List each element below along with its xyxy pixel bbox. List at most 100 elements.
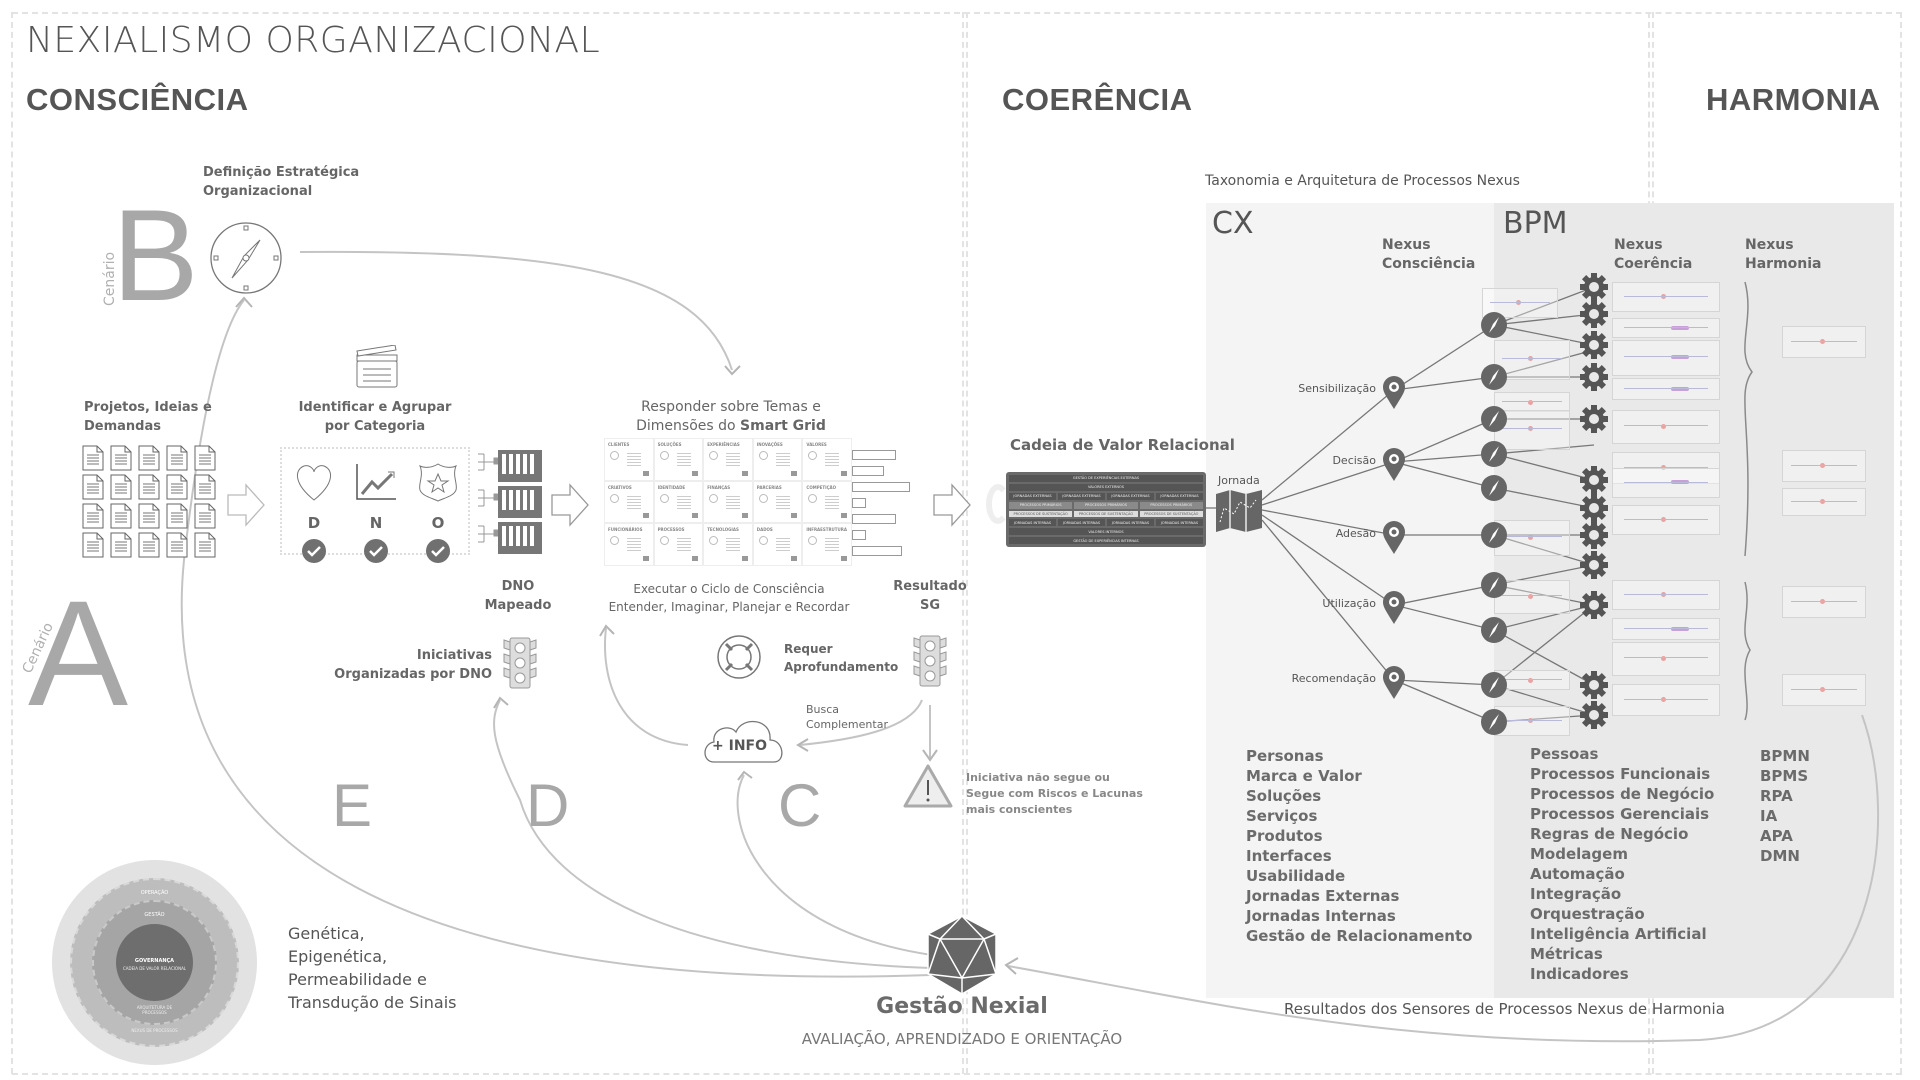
compass-icon[interactable] xyxy=(1480,474,1508,506)
smart-grid-cell-title: SOLUÇÕES xyxy=(657,442,682,447)
nexus-coerencia-label: Nexus Coerência xyxy=(1614,236,1692,274)
warning-line-2: Segue com Riscos e Lacunas xyxy=(966,787,1143,800)
traffic-light-icon xyxy=(503,637,537,689)
grid-cell-badge xyxy=(791,470,798,476)
category-item: N xyxy=(348,462,404,568)
document-icon xyxy=(166,503,188,533)
deepen-line-2: Aprofundamento xyxy=(784,660,899,674)
genetics-line: Transdução de Sinais xyxy=(288,993,457,1012)
compass-icon[interactable] xyxy=(1480,671,1508,703)
value-chain-cell: VALORES EXTERNOS xyxy=(1009,483,1203,491)
location-pin-icon[interactable] xyxy=(1382,376,1406,414)
grid-cell-badge xyxy=(840,513,847,519)
map-icon xyxy=(1216,490,1262,532)
grid-cell-badge xyxy=(741,470,748,476)
smart-grid-cell: INOVAÇÕES xyxy=(753,439,802,480)
value-chain-cell: PROCESSOS PRIMÁRIOS xyxy=(1009,501,1073,509)
list-item: Serviços xyxy=(1246,807,1318,825)
gear-icon[interactable] xyxy=(1580,466,1608,498)
smart-grid-cell-title: EXPERIÊNCIAS xyxy=(707,442,740,447)
initiatives-label: Iniciativas Organizadas por DNO xyxy=(320,646,492,684)
gauge-nexus-label: NEXUS DE PROCESSOS xyxy=(131,1028,178,1033)
cloud-icon xyxy=(704,720,783,763)
gauge-arch-label: ARQUITETURA DE PROCESSOS xyxy=(136,1005,173,1015)
location-pin-icon[interactable] xyxy=(1382,666,1406,704)
list-item: Processos de Negócio xyxy=(1530,785,1715,803)
gear-icon[interactable] xyxy=(1580,331,1608,363)
divider-consciencia-coerencia xyxy=(962,12,964,1074)
gear-icon[interactable] xyxy=(1580,671,1608,703)
compass-icon[interactable] xyxy=(1480,616,1508,648)
respond-text: Dimensões do xyxy=(636,418,741,434)
list-item: Métricas xyxy=(1530,945,1603,963)
gear-icon[interactable] xyxy=(1580,273,1608,305)
location-pin-icon[interactable] xyxy=(1382,521,1406,559)
gear-icon[interactable] xyxy=(1580,521,1608,553)
documents-grid xyxy=(82,445,222,565)
bpmn-thumbnail xyxy=(1782,586,1866,618)
list-item: Soluções xyxy=(1246,787,1322,805)
gear-icon[interactable] xyxy=(1580,551,1608,583)
value-chain-cell: JORNADAS INTERNAS xyxy=(1107,519,1154,527)
grid-cell-badge xyxy=(840,470,847,476)
grid-cell-lines xyxy=(775,495,790,510)
list-item: Usabilidade xyxy=(1246,867,1346,885)
warning-line-3: mais conscientes xyxy=(966,803,1073,816)
bpmn-thumbnail xyxy=(1782,674,1866,706)
shield-icon xyxy=(416,462,460,506)
smart-grid-cell: IDENTIDADE xyxy=(654,481,703,523)
bpmn-thumbnail xyxy=(1612,642,1720,676)
gear-icon[interactable] xyxy=(1580,591,1608,623)
nexus-consciencia-line-2: Consciência xyxy=(1382,256,1476,272)
category-item: D xyxy=(286,462,342,568)
document-icon xyxy=(166,474,188,504)
location-pin-icon[interactable] xyxy=(1382,448,1406,486)
location-pin-icon[interactable] xyxy=(1382,591,1406,629)
info-button[interactable]: + INFO xyxy=(712,738,767,754)
compass-icon[interactable] xyxy=(1480,571,1508,603)
smart-grid-cell-title: INOVAÇÕES xyxy=(756,442,783,447)
gear-icon[interactable] xyxy=(1580,300,1608,332)
category-letter: D xyxy=(307,514,321,532)
identify-label-line-1: Identificar e Agrupar xyxy=(298,400,452,415)
grid-cell-badge xyxy=(791,513,798,519)
result-sg-label: Resultado SG xyxy=(890,577,970,615)
value-chain-cell: JORNADAS INTERNAS xyxy=(1009,519,1056,527)
list-item: Indicadores xyxy=(1530,965,1629,983)
gauge-center-sub: CADEIA DE VALOR RELACIONAL xyxy=(122,966,187,971)
compass-icon[interactable] xyxy=(1480,708,1508,740)
grid-cell-badge xyxy=(741,513,748,519)
result-bar xyxy=(852,450,896,460)
grid-cell-icon xyxy=(709,493,719,503)
gauge-ring1-label: GESTÃO xyxy=(144,912,165,918)
nexus-consciencia-line-1: Nexus xyxy=(1382,237,1431,253)
document-icon xyxy=(82,532,104,562)
check-icon xyxy=(301,538,327,568)
document-icon xyxy=(138,503,160,533)
compass-icon[interactable] xyxy=(1480,405,1508,437)
taxonomy-title: Taxonomia e Arquitetura de Processos Nex… xyxy=(1205,173,1520,189)
list-item: Gestão de Relacionamento xyxy=(1246,927,1473,945)
gear-icon[interactable] xyxy=(1580,405,1608,437)
organization-gauge: GOVERNANÇA CADEIA DE VALOR RELACIONAL GE… xyxy=(52,860,257,1065)
smart-grid-cell-title: COMPETIÇÃO xyxy=(806,484,837,490)
gear-icon[interactable] xyxy=(1580,494,1608,526)
smart-grid-cell-title: VALORES xyxy=(806,442,827,447)
grid-cell-lines xyxy=(775,538,790,553)
scenario-b-label: Cenário xyxy=(102,251,118,306)
compass-icon[interactable] xyxy=(1480,311,1508,343)
check-icon xyxy=(363,538,389,568)
document-icon xyxy=(82,474,104,504)
list-item: Processos Gerenciais xyxy=(1530,805,1710,823)
gear-icon[interactable] xyxy=(1580,701,1608,733)
grid-cell-icon xyxy=(659,493,669,503)
compass-icon[interactable] xyxy=(1480,521,1508,553)
warning-icon xyxy=(903,764,953,808)
search-line-1: Busca xyxy=(806,703,840,716)
compass-icon[interactable] xyxy=(1480,440,1508,472)
compass-icon[interactable] xyxy=(1480,363,1508,395)
smart-grid-cell-title: PARCERIAS xyxy=(756,484,782,490)
gear-icon[interactable] xyxy=(1580,363,1608,395)
